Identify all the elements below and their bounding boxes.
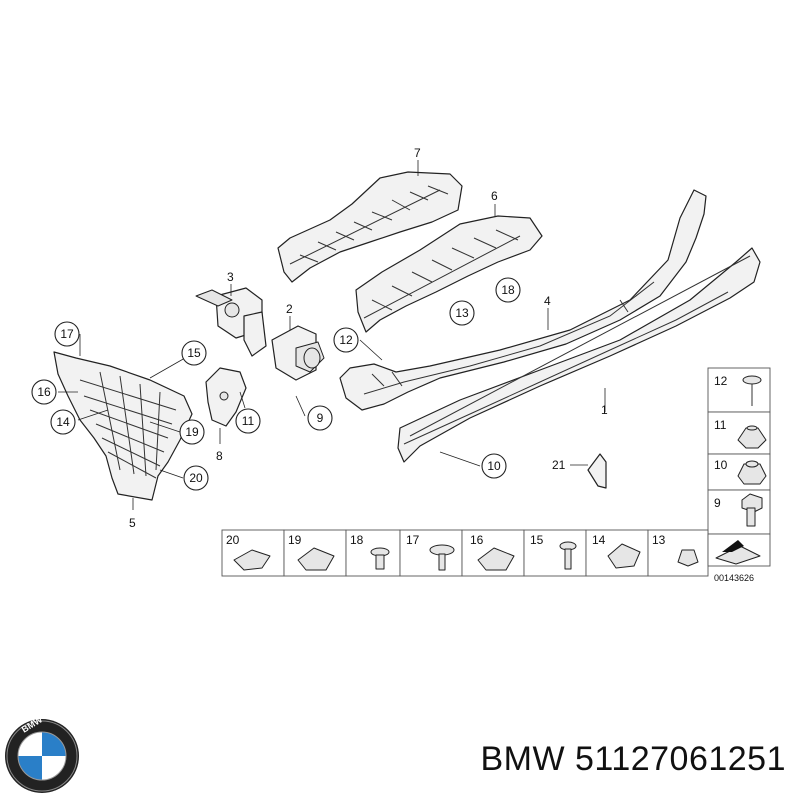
- svg-text:18: 18: [501, 283, 515, 297]
- callout-3: 3: [227, 270, 234, 284]
- drawing-number: 00143626: [714, 573, 754, 583]
- callouts: 7 6 3 2 4 1 8 5 21 13 18 12 17 15 16 14 …: [31, 146, 608, 530]
- callout-21: 21: [552, 458, 566, 472]
- svg-text:13: 13: [455, 306, 469, 320]
- part-21-clip: [587, 453, 607, 489]
- callout-10-circle: 10: [481, 453, 507, 479]
- part-number: BMW 51127061251: [480, 740, 786, 778]
- leader-lines: [58, 160, 606, 510]
- callout-20-circle: 20: [183, 465, 209, 491]
- callout-18-circle: 18: [495, 277, 521, 303]
- callout-13-circle: 13: [449, 300, 475, 326]
- part-5-bracket: [53, 351, 193, 501]
- svg-text:15: 15: [187, 346, 201, 360]
- callout-16-circle: 16: [31, 379, 57, 405]
- callout-11-circle: 11: [235, 408, 261, 434]
- svg-text:11: 11: [242, 414, 255, 428]
- callout-5: 5: [129, 516, 136, 530]
- hw-label-20: 20: [226, 533, 240, 547]
- svg-text:20: 20: [189, 471, 203, 485]
- svg-text:9: 9: [317, 411, 324, 425]
- callout-1: 1: [601, 403, 608, 417]
- callout-4: 4: [544, 294, 551, 308]
- hw-label-15: 15: [530, 533, 544, 547]
- callout-12-circle: 12: [333, 327, 359, 353]
- callout-8: 8: [216, 449, 223, 463]
- callout-14-circle: 14: [50, 409, 76, 435]
- svg-text:19: 19: [185, 425, 199, 439]
- svg-text:16: 16: [37, 385, 51, 399]
- callout-2: 2: [286, 302, 293, 316]
- svg-text:10: 10: [487, 459, 501, 473]
- footer: BMW BMW 51127061251: [0, 700, 800, 800]
- callout-15-circle: 15: [181, 340, 207, 366]
- hardware-column: 12 11 10 9: [707, 367, 771, 535]
- hw-label-12: 12: [714, 374, 728, 388]
- part-1-carrier: [397, 247, 761, 463]
- part-6-bracket: [355, 215, 543, 333]
- bmw-logo: BMW: [5, 718, 79, 793]
- svg-text:12: 12: [339, 333, 353, 347]
- part-2-mount: [271, 325, 325, 381]
- part-3-mount: [195, 287, 267, 357]
- callout-19-circle: 19: [179, 419, 205, 445]
- hw-label-13: 13: [652, 533, 666, 547]
- hw-label-17: 17: [406, 533, 420, 547]
- hw-label-11: 11: [714, 418, 727, 432]
- svg-text:14: 14: [56, 415, 70, 429]
- part-7-bracket: [277, 171, 463, 283]
- part-4-member: [339, 189, 707, 411]
- hw-label-9: 9: [714, 496, 721, 510]
- hw-label-18: 18: [350, 533, 364, 547]
- hardware-row: 20 19 18 17 16 15 14 13 00143626: [221, 529, 771, 583]
- svg-text:17: 17: [60, 327, 74, 341]
- callout-9-circle: 9: [307, 405, 333, 431]
- callout-6: 6: [491, 189, 498, 203]
- part-8-plate: [205, 367, 247, 427]
- callout-7: 7: [414, 146, 421, 160]
- hw-label-10: 10: [714, 458, 728, 472]
- hw-label-19: 19: [288, 533, 302, 547]
- hw-label-16: 16: [470, 533, 484, 547]
- callout-17-circle: 17: [54, 321, 80, 347]
- hw-label-14: 14: [592, 533, 606, 547]
